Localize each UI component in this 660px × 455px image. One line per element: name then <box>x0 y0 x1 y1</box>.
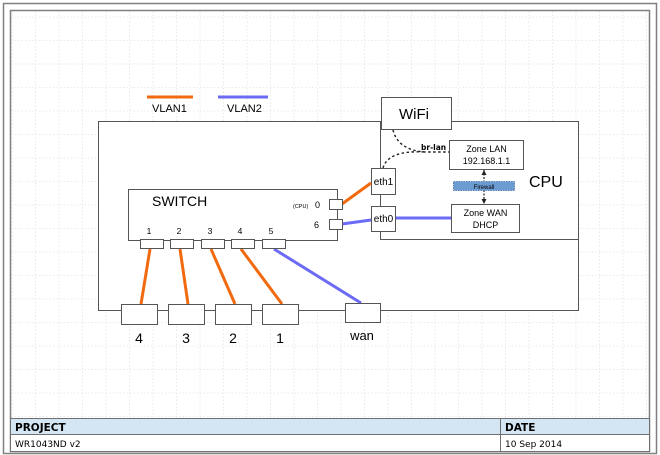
arrow-down-icon <box>481 199 487 204</box>
eth0-interface[interactable] <box>371 206 396 232</box>
wan-label: wan <box>349 328 374 343</box>
firewall-bar[interactable] <box>453 181 515 191</box>
title-block: PROJECT WR1043ND v2 DATE 10 Sep 2014 <box>10 418 650 452</box>
legend-vlan2-label: VLAN2 <box>227 103 262 115</box>
firewall-arrows <box>481 170 487 204</box>
switch-port-number: 4 <box>238 226 243 236</box>
lan-port-3[interactable] <box>168 304 205 325</box>
zone-lan-box[interactable] <box>449 140 524 170</box>
vlan1-port-link <box>178 248 190 305</box>
switch-port-5[interactable] <box>262 239 286 249</box>
zone-lan-ip: 192.168.1.1 <box>463 156 511 166</box>
external-ports: 4 3 2 1 <box>121 304 299 346</box>
zone-wan-mode: DHCP <box>473 220 499 230</box>
title-block-header <box>10 418 650 435</box>
zone-wan-box[interactable] <box>451 204 520 233</box>
switch-port-2[interactable] <box>170 239 194 249</box>
lan-port-1[interactable] <box>262 304 299 325</box>
vlan1-port-link <box>209 248 237 305</box>
br-lan-label: br-lan <box>421 143 446 152</box>
lan-port-label: 3 <box>182 330 190 346</box>
vlan1-port-link <box>239 248 284 305</box>
wifi-to-brlan-link <box>392 129 449 153</box>
project-header: PROJECT <box>15 422 66 434</box>
switch-port-3[interactable] <box>201 239 225 249</box>
zone-wan-title: Zone WAN <box>464 208 508 218</box>
lan-port-2[interactable] <box>215 304 252 325</box>
lan-port-label: 4 <box>135 330 143 346</box>
switch-port-number: 5 <box>269 226 274 236</box>
arrow-up-icon <box>481 170 487 175</box>
port6-to-eth0-link <box>341 218 372 226</box>
switch-front-ports: 1 2 3 4 5 <box>140 226 286 249</box>
lan-port-4[interactable] <box>121 304 158 325</box>
port0-to-eth1-link <box>341 181 372 206</box>
date-value: 10 Sep 2014 <box>505 440 562 450</box>
switch-port-number: 2 <box>177 226 182 236</box>
vlan1-port-link <box>139 248 152 305</box>
title-block-row <box>10 434 650 452</box>
switch-port-number: 1 <box>147 226 152 236</box>
wifi-box[interactable] <box>381 97 452 130</box>
eth1-label: eth1 <box>374 177 394 188</box>
wan-port[interactable] <box>345 303 381 323</box>
switch-port-number: 3 <box>208 226 213 236</box>
date-header: DATE <box>505 422 535 434</box>
cpu-label: CPU <box>529 174 563 191</box>
switch-port-4[interactable] <box>231 239 255 249</box>
wifi-label: WiFi <box>399 106 429 123</box>
legend-vlan1-label: VLAN1 <box>152 103 187 115</box>
switch-port-1[interactable] <box>140 239 164 249</box>
legend: VLAN1 VLAN2 <box>147 95 268 115</box>
zone-lan-title: Zone LAN <box>466 144 507 154</box>
switch-box[interactable] <box>128 189 338 241</box>
lan-port-label: 1 <box>276 330 284 346</box>
project-value: WR1043ND v2 <box>15 440 81 450</box>
port6-number: 6 <box>314 220 319 230</box>
eth1-interface[interactable] <box>371 168 396 195</box>
cpu-port-number: 0 <box>315 200 320 210</box>
switch-port-6[interactable] <box>329 219 343 230</box>
eth0-label: eth0 <box>374 214 394 225</box>
vlan2-wan-link <box>273 247 362 305</box>
port-links <box>139 247 362 305</box>
cpu-port-prefix: (CPU) <box>293 204 308 210</box>
firewall-label: Firewall <box>474 185 495 191</box>
switch-label: SWITCH <box>152 193 207 209</box>
switch-port-0[interactable] <box>329 199 343 210</box>
lan-port-label: 2 <box>229 330 237 346</box>
